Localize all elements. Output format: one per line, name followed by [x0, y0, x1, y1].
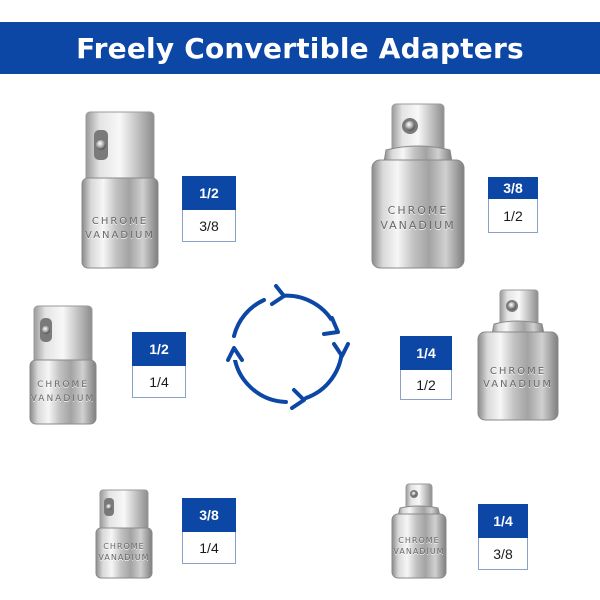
engraving-line1: CHROME [103, 542, 145, 551]
size-from: 3/8 [488, 177, 538, 199]
size-tag-1: 1/2 3/8 [182, 176, 236, 242]
size-tag-2: 3/8 1/2 [488, 177, 538, 233]
size-tag-5: 3/8 1/4 [182, 498, 236, 564]
size-to: 1/4 [182, 532, 236, 564]
size-from: 1/4 [478, 504, 528, 538]
circular-arrows-icon [226, 284, 350, 410]
size-to: 3/8 [182, 210, 236, 242]
adapter-half-to-quarter: CHROME VANADIUM [28, 302, 98, 426]
engraving-line1: CHROME [37, 380, 89, 390]
size-from: 3/8 [182, 498, 236, 532]
adapter-three-eighths-to-half: CHROME VANADIUM [370, 100, 466, 270]
engraving-line2: VANADIUM [483, 379, 553, 390]
adapter-image [477, 289, 559, 421]
size-from: 1/4 [400, 336, 452, 370]
page-title: Freely Convertible Adapters [76, 31, 524, 65]
adapter-half-to-three-eighths: CHROME VANADIUM [80, 108, 160, 270]
adapter-quarter-to-three-eighths: CHROME VANADIUM [390, 480, 448, 580]
engraving-line2: VANADIUM [380, 219, 456, 232]
size-to: 1/2 [400, 370, 452, 400]
engraving-line1: CHROME [387, 204, 449, 217]
adapter-quarter-to-half: CHROME VANADIUM [476, 286, 560, 422]
size-to: 1/2 [488, 199, 538, 233]
size-to: 3/8 [478, 538, 528, 570]
adapter-three-eighths-to-quarter: CHROME VANADIUM [94, 486, 154, 580]
size-from: 1/2 [132, 332, 186, 366]
adapter-image [391, 483, 447, 579]
size-from: 1/2 [182, 176, 236, 210]
engraving-line1: CHROME [91, 216, 149, 227]
engraving-line1: CHROME [398, 536, 440, 545]
engraving-line2: VANADIUM [85, 230, 155, 241]
title-banner: Freely Convertible Adapters [0, 22, 600, 74]
engraving-line1: CHROME [489, 366, 547, 377]
adapter-image [371, 103, 465, 269]
engraving-line2: VANADIUM [98, 553, 150, 562]
size-tag-4: 1/4 1/2 [400, 336, 452, 400]
engraving-line2: VANADIUM [393, 547, 445, 556]
size-to: 1/4 [132, 366, 186, 398]
size-tag-3: 1/2 1/4 [132, 332, 186, 398]
engraving-line2: VANADIUM [30, 394, 96, 404]
adapter-image [95, 489, 153, 579]
adapter-image [29, 305, 97, 425]
adapter-image [81, 111, 159, 269]
size-tag-6: 1/4 3/8 [478, 504, 528, 570]
